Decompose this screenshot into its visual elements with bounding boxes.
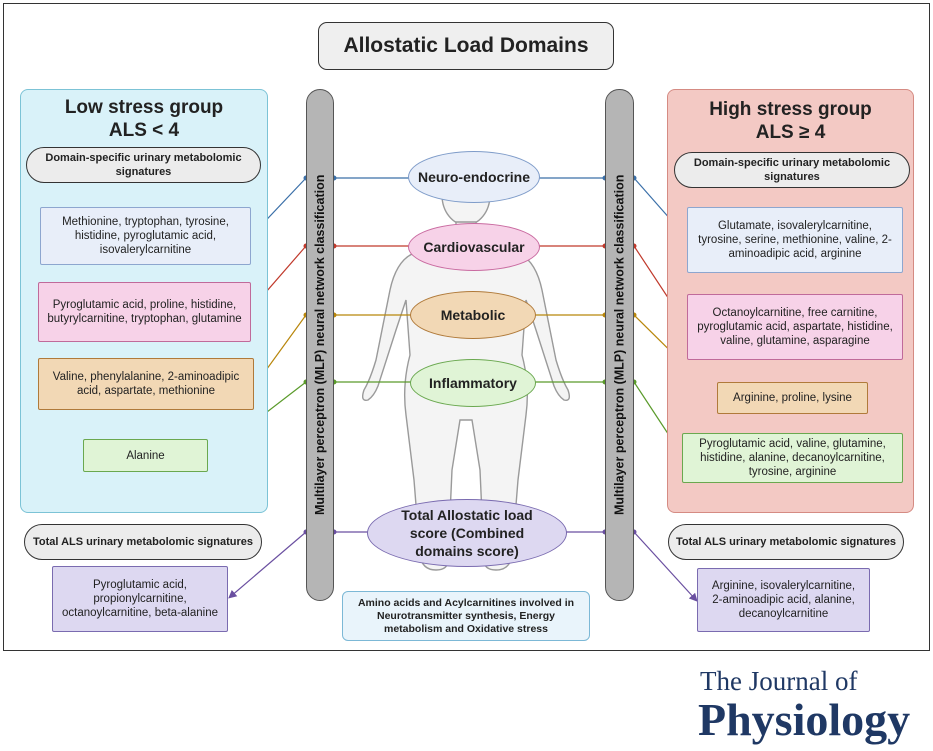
low-domain-header: Domain-specific urinary metabolomic sign…: [26, 147, 261, 183]
high-total-box: Arginine, isovalerylcarnitine, 2-aminoad…: [697, 568, 870, 632]
high-cardiovascular-box: Octanoylcarnitine, free carnitine, pyrog…: [687, 294, 903, 360]
low-group-title-line1: Low stress group: [64, 97, 224, 118]
arrow-left-total: [228, 531, 307, 599]
low-group-title-line2: ALS < 4: [108, 120, 180, 141]
low-inflammatory-box: Alanine: [83, 439, 208, 472]
low-total-header: Total ALS urinary metabolomic signatures: [24, 524, 262, 560]
oval-neuroendocrine: Neuro-endocrine: [408, 151, 540, 203]
high-inflammatory-box: Pyroglutamic acid, valine, glutamine, hi…: [682, 433, 903, 483]
high-neuroendocrine-box: Glutamate, isovalerylcarnitine, tyrosine…: [687, 207, 903, 273]
low-cardiovascular-box: Pyroglutamic acid, proline, histidine, b…: [38, 282, 251, 342]
low-total-box: Pyroglutamic acid, propionylcarnitine, o…: [52, 566, 228, 632]
high-group-title-line1: High stress group: [709, 99, 872, 120]
low-group-title: Low stress group ALS < 4: [20, 96, 268, 142]
diagram-title: Allostatic Load Domains: [318, 22, 614, 70]
high-group-title-line2: ALS ≥ 4: [755, 122, 826, 143]
oval-total: Total Allostatic load score (Combined do…: [367, 499, 567, 567]
high-domain-header: Domain-specific urinary metabolomic sign…: [674, 152, 910, 188]
mlp-bar-right-label: Multilayer perceptron (MLP) neural netwo…: [612, 174, 627, 516]
footer-note: Amino acids and Acylcarnitines involved …: [342, 591, 590, 641]
mlp-bar-left-label: Multilayer perceptron (MLP) neural netwo…: [313, 174, 327, 516]
oval-cardiovascular: Cardiovascular: [408, 223, 540, 271]
low-metabolic-box: Valine, phenylalanine, 2-aminoadipic aci…: [38, 358, 254, 410]
oval-inflammatory: Inflammatory: [410, 359, 536, 407]
journal-name-line1: The Journal of: [700, 666, 858, 696]
high-group-title: High stress group ALS ≥ 4: [667, 98, 914, 144]
low-neuroendocrine-box: Methionine, tryptophan, tyrosine, histid…: [40, 207, 251, 265]
journal-name-line2: Physiology: [698, 694, 911, 745]
high-total-header: Total ALS urinary metabolomic signatures: [668, 524, 904, 560]
mlp-bar-right: [605, 89, 634, 601]
oval-metabolic: Metabolic: [410, 291, 536, 339]
mlp-bar-left: [306, 89, 334, 601]
arrow-right-total: [633, 531, 698, 602]
high-metabolic-box: Arginine, proline, lysine: [717, 382, 868, 414]
